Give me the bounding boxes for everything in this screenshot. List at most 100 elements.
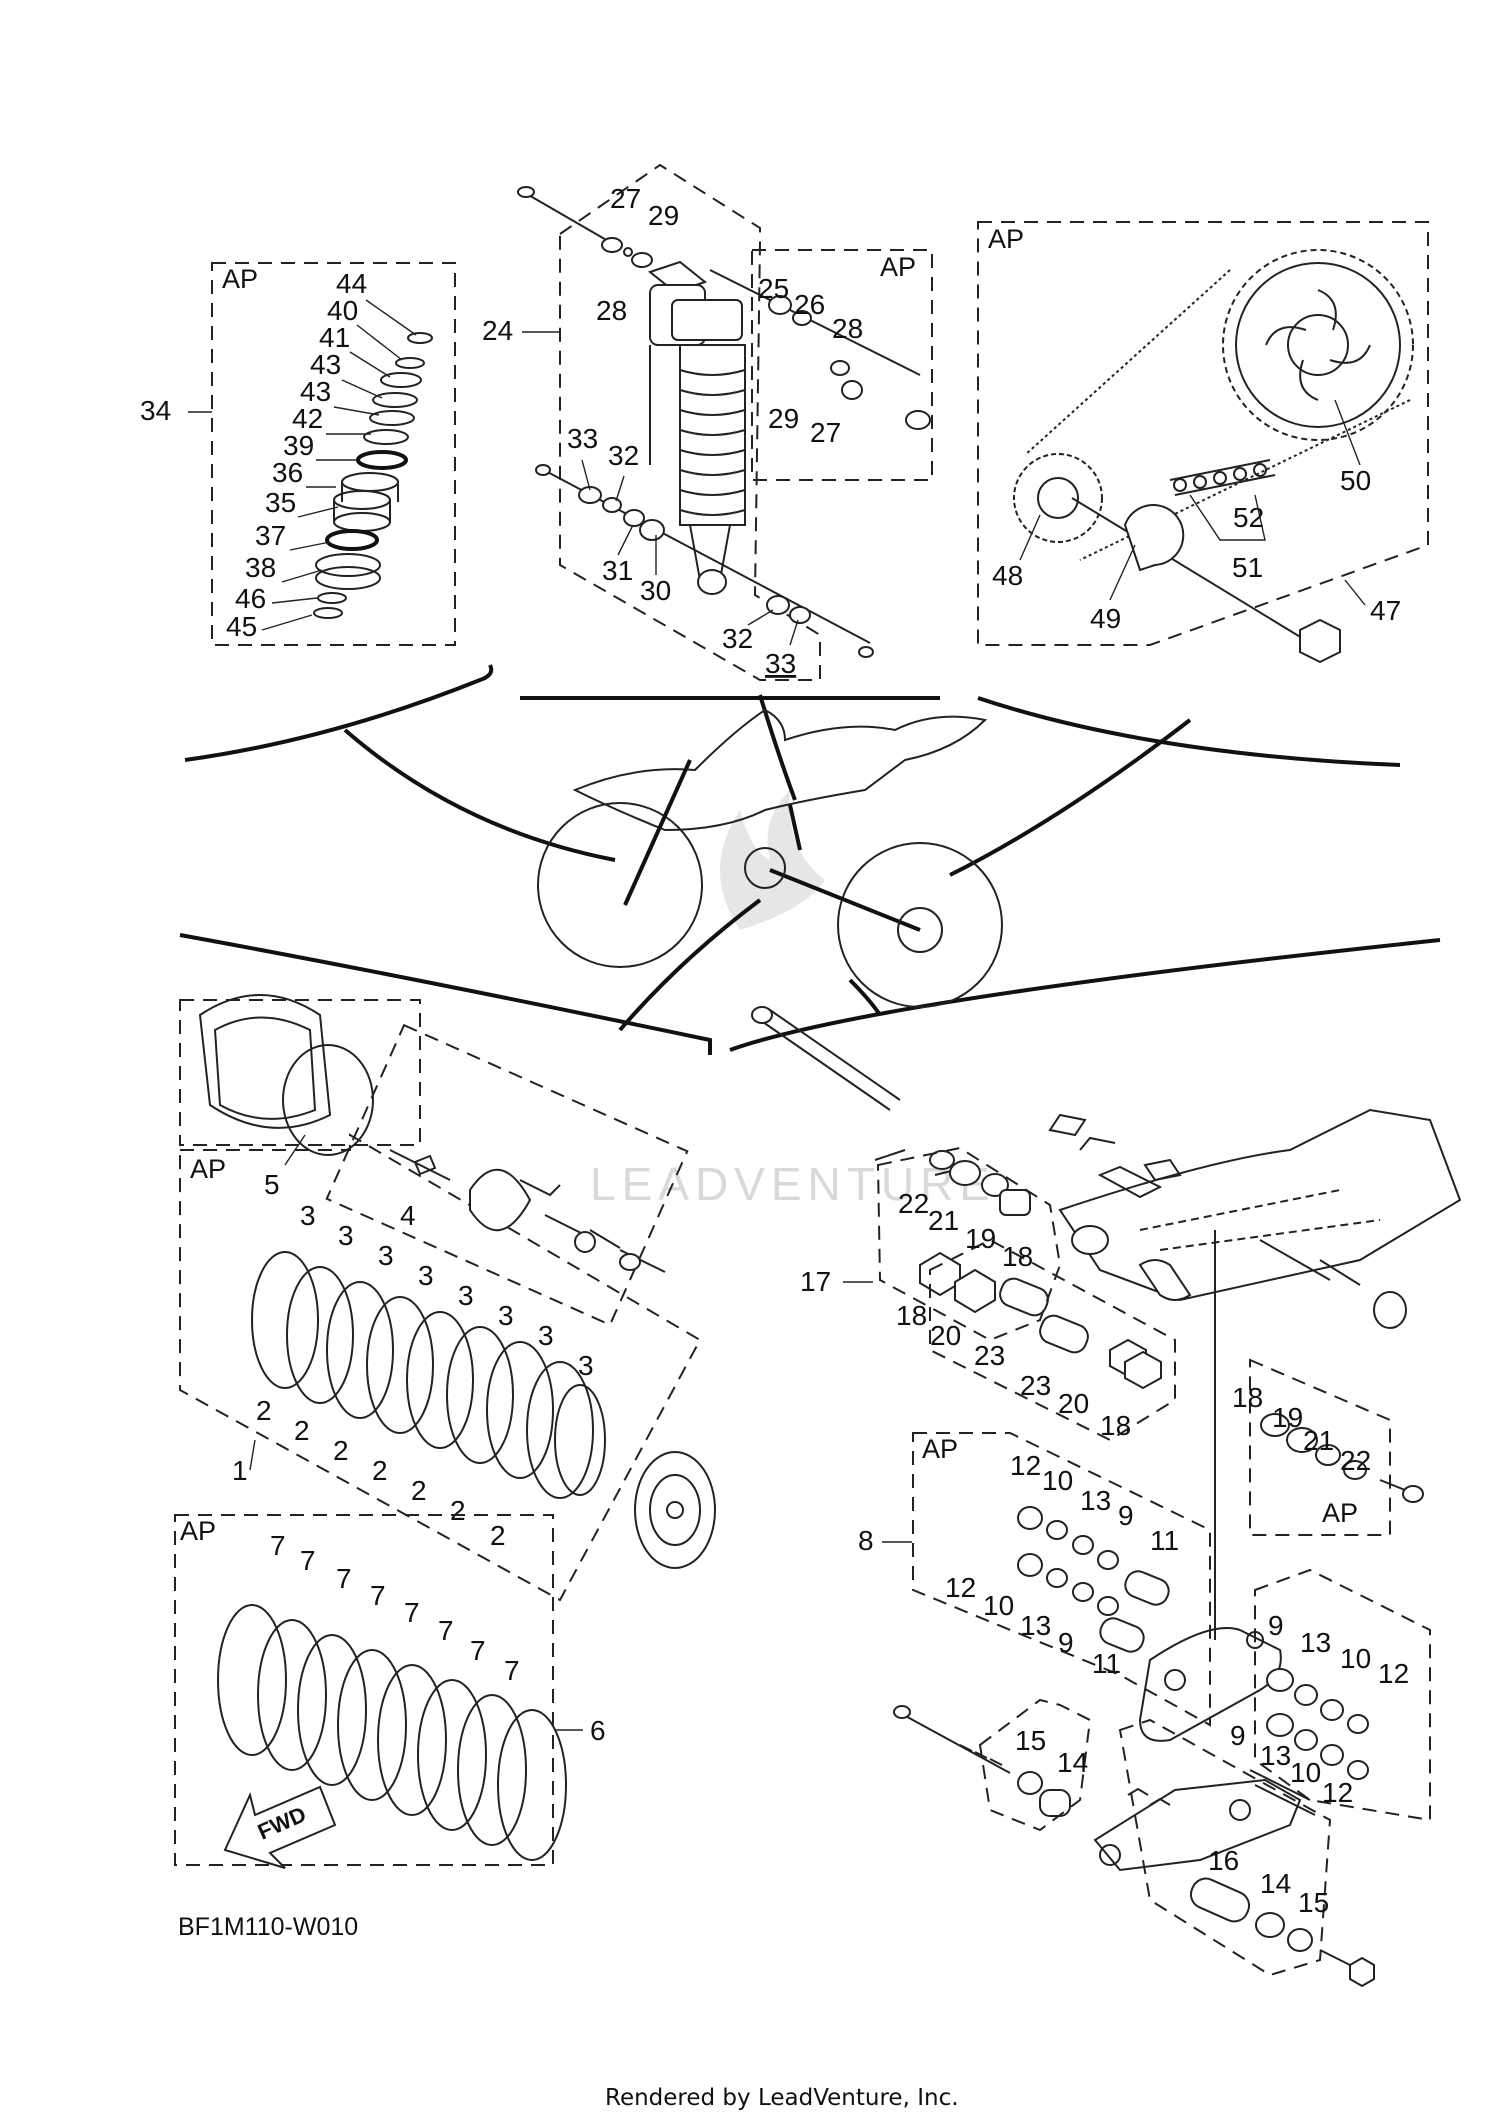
callout-7: 7 bbox=[504, 1655, 520, 1686]
callout-12: 12 bbox=[945, 1572, 976, 1603]
callout-42: 42 bbox=[292, 403, 323, 434]
callout-7: 7 bbox=[370, 1580, 386, 1611]
fork-seal-group: AP 44 40 41 43 43 42 39 36 35 3 bbox=[140, 262, 456, 646]
swingarm-right-box bbox=[1249, 1358, 1391, 1536]
callout-19: 19 bbox=[1272, 1402, 1303, 1433]
callout-21: 21 bbox=[1303, 1425, 1334, 1456]
rear-shock-parts bbox=[517, 186, 931, 658]
callout-4: 4 bbox=[400, 1200, 416, 1231]
callout-2: 2 bbox=[294, 1415, 310, 1446]
callout-27: 27 bbox=[810, 417, 841, 448]
callout-3: 3 bbox=[578, 1350, 594, 1381]
ap-label: AP bbox=[922, 1434, 958, 1464]
callout-15: 15 bbox=[1298, 1887, 1329, 1918]
callout-50: 50 bbox=[1340, 465, 1371, 496]
ap-label: AP bbox=[190, 1154, 226, 1184]
callout-48: 48 bbox=[992, 560, 1023, 591]
clutch-plate-stack bbox=[251, 1251, 606, 1499]
friction-plate-stack bbox=[217, 1604, 567, 1861]
footer-credit: Rendered by LeadVenture, Inc. bbox=[605, 2085, 959, 2111]
callout-9: 9 bbox=[1230, 1720, 1246, 1751]
callout-26: 26 bbox=[794, 289, 825, 320]
callout-7: 7 bbox=[300, 1545, 316, 1576]
clutch-group: AP bbox=[174, 994, 716, 1941]
clutch-plate-box bbox=[179, 1133, 702, 1602]
connecting-rod-left-box bbox=[978, 1698, 1092, 1832]
watermark-text: LEADVENTURE bbox=[590, 1158, 996, 1210]
callout-46: 46 bbox=[235, 583, 266, 614]
callout-16: 16 bbox=[1208, 1845, 1239, 1876]
watermark: LEADVENTURE bbox=[590, 790, 996, 1210]
callout-39: 39 bbox=[283, 430, 314, 461]
callout-19: 19 bbox=[965, 1223, 996, 1254]
callout-2: 2 bbox=[450, 1495, 466, 1526]
callout-1: 1 bbox=[232, 1455, 248, 1486]
diagram-code: BF1M110-W010 bbox=[178, 1913, 358, 1941]
callout-3: 3 bbox=[300, 1200, 316, 1231]
ap-label: AP bbox=[988, 224, 1024, 254]
callout-7: 7 bbox=[270, 1530, 286, 1561]
callout-22: 22 bbox=[898, 1188, 929, 1219]
rear-shock-box bbox=[559, 163, 821, 681]
callout-13: 13 bbox=[1020, 1610, 1051, 1641]
callout-41: 41 bbox=[319, 322, 350, 353]
callout-23: 23 bbox=[1020, 1370, 1051, 1401]
fork-seal-box bbox=[211, 262, 456, 646]
callout-32: 32 bbox=[722, 623, 753, 654]
callout-49: 49 bbox=[1090, 603, 1121, 634]
callout-18: 18 bbox=[896, 1300, 927, 1331]
callout-25: 25 bbox=[758, 273, 789, 304]
callout-32: 32 bbox=[608, 440, 639, 471]
relay-arm-right-box bbox=[1254, 1568, 1431, 1822]
callout-37: 37 bbox=[255, 520, 286, 551]
callout-2: 2 bbox=[333, 1435, 349, 1466]
callout-38: 38 bbox=[245, 552, 276, 583]
motorcycle-overview bbox=[179, 664, 1441, 1055]
callout-3: 3 bbox=[338, 1220, 354, 1251]
callout-18: 18 bbox=[1100, 1410, 1131, 1441]
callout-12: 12 bbox=[1010, 1450, 1041, 1481]
callout-5: 5 bbox=[264, 1169, 280, 1200]
callout-11: 11 bbox=[1150, 1525, 1179, 1556]
callout-2: 2 bbox=[490, 1520, 506, 1551]
callout-15: 15 bbox=[1015, 1725, 1046, 1756]
callout-7: 7 bbox=[404, 1597, 420, 1628]
callout-10: 10 bbox=[1340, 1643, 1371, 1674]
callout-31: 31 bbox=[602, 555, 633, 586]
callout-27: 27 bbox=[610, 183, 641, 214]
callout-30: 30 bbox=[640, 575, 671, 606]
callout-14: 14 bbox=[1260, 1868, 1291, 1899]
swingarm-group: AP AP 22 21 19 18 17 18 20 23 23 20 18 1… bbox=[751, 1006, 1462, 1988]
callout-33: 33 bbox=[765, 648, 796, 679]
callout-28: 28 bbox=[832, 313, 863, 344]
rear-shock-group: AP bbox=[482, 163, 933, 681]
ap-label: AP bbox=[1322, 1498, 1358, 1528]
callout-20: 20 bbox=[1058, 1388, 1089, 1419]
callout-29: 29 bbox=[768, 403, 799, 434]
callout-51: 51 bbox=[1232, 552, 1263, 583]
callout-23: 23 bbox=[974, 1340, 1005, 1371]
callout-7: 7 bbox=[470, 1635, 486, 1666]
callout-3: 3 bbox=[498, 1300, 514, 1331]
callout-44: 44 bbox=[336, 268, 367, 299]
callout-13: 13 bbox=[1300, 1627, 1331, 1658]
callout-52: 52 bbox=[1233, 502, 1264, 533]
callout-43: 43 bbox=[310, 349, 341, 380]
ap-label: AP bbox=[180, 1516, 216, 1546]
fork-seal-parts bbox=[313, 332, 433, 619]
fwd-arrow: FWD bbox=[223, 1785, 337, 1869]
callout-45: 45 bbox=[226, 611, 257, 642]
callout-10: 10 bbox=[983, 1590, 1014, 1621]
ap-label: AP bbox=[880, 252, 916, 282]
drive-chain-box bbox=[977, 221, 1429, 646]
drive-chain-group: AP 50 52 51 48 49 47 bbox=[977, 221, 1429, 664]
callout-33: 33 bbox=[567, 423, 598, 454]
relay-arm-bearing-box bbox=[912, 1432, 1211, 1727]
callout-14: 14 bbox=[1057, 1747, 1088, 1778]
callout-11: 11 bbox=[1092, 1648, 1121, 1679]
callout-17: 17 bbox=[800, 1266, 831, 1297]
callout-12: 12 bbox=[1322, 1777, 1353, 1808]
callout-35: 35 bbox=[265, 487, 296, 518]
callout-40: 40 bbox=[327, 295, 358, 326]
